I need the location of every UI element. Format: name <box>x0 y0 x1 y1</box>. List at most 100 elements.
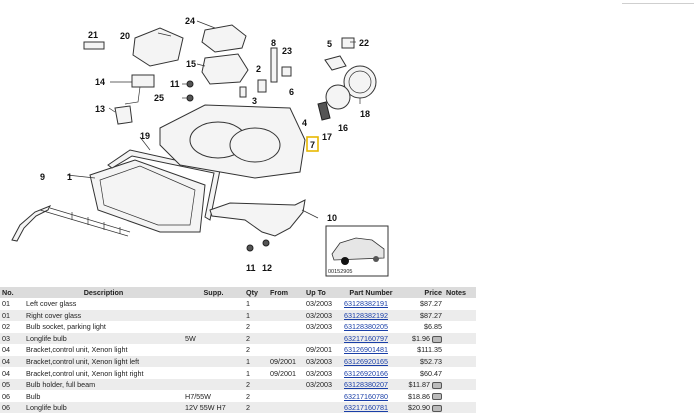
label-part[interactable] <box>83 41 105 50</box>
cell-notes <box>444 390 476 402</box>
part-number-link[interactable]: 63128380207 <box>344 380 388 390</box>
cell-description: Bracket,control unit, Xenon light right <box>24 367 183 379</box>
callout-20[interactable]: 20 <box>120 31 130 41</box>
cart-icon[interactable] <box>432 381 442 389</box>
part-number-link[interactable]: 63128382192 <box>344 310 388 320</box>
bracket-part[interactable] <box>209 199 306 237</box>
callout-24[interactable]: 24 <box>185 16 195 26</box>
cell-part-number: 63128382191 <box>342 298 400 310</box>
cell-description: Bracket,control unit, Xenon light <box>24 344 183 356</box>
cell-from <box>268 390 304 402</box>
callout-14[interactable]: 14 <box>95 77 105 87</box>
cell-no: 06 <box>0 390 24 402</box>
screw-part-11b[interactable] <box>246 244 254 252</box>
callout-22[interactable]: 22 <box>359 38 369 48</box>
ignition-unit-part[interactable] <box>201 24 247 53</box>
headlight-bulb-part[interactable] <box>317 101 331 121</box>
part-number-link[interactable]: 63217160797 <box>344 333 388 343</box>
callout-10[interactable]: 10 <box>327 213 337 223</box>
callout-25[interactable]: 25 <box>154 93 164 103</box>
part-number-link[interactable]: 63217160780 <box>344 391 388 401</box>
cart-icon[interactable] <box>432 393 442 401</box>
callout-9[interactable]: 9 <box>40 172 45 182</box>
callout-13[interactable]: 13 <box>95 104 105 114</box>
cell-upto: 03/2003 <box>304 367 342 379</box>
callout-1[interactable]: 1 <box>67 172 72 182</box>
cart-icon[interactable] <box>432 335 442 343</box>
callout-7-highlight <box>306 136 319 152</box>
adjuster-part[interactable] <box>270 47 278 83</box>
callout-16[interactable]: 16 <box>338 123 348 133</box>
cell-part-number: 63217160780 <box>342 390 400 402</box>
cell-qty: 2 <box>244 321 268 333</box>
cell-upto: 03/2003 <box>304 378 342 391</box>
bulb-part[interactable] <box>114 105 133 125</box>
cell-no: 01 <box>0 298 24 310</box>
cell-from <box>268 332 304 345</box>
callout-6[interactable]: 6 <box>289 87 294 97</box>
part-number-link[interactable]: 63126901481 <box>344 345 388 355</box>
cell-supp <box>183 367 244 379</box>
cell-part-number: 63126901481 <box>342 344 400 356</box>
callout-2[interactable]: 2 <box>256 64 261 74</box>
cell-supp <box>183 355 244 368</box>
control-unit-part[interactable] <box>132 27 184 67</box>
cell-description: Bracket,control unit, Xenon light left <box>24 355 183 368</box>
callout-5[interactable]: 5 <box>327 39 332 49</box>
parts-table: No. Description Supp. Qty From Up To Par… <box>0 287 476 414</box>
clip-part-22[interactable] <box>341 37 355 49</box>
cell-upto <box>304 401 342 414</box>
cover-glass-part[interactable] <box>89 159 206 233</box>
part-number-link[interactable]: 63128382191 <box>344 299 388 309</box>
price-value: $11.87 <box>408 380 430 390</box>
ballast-part[interactable] <box>201 53 249 85</box>
callout-7[interactable]: 7 <box>310 140 315 150</box>
callout-4[interactable]: 4 <box>302 118 307 128</box>
parking-light-socket-part[interactable] <box>257 79 267 93</box>
part-number-link[interactable]: 63128380205 <box>344 322 388 332</box>
callout-8[interactable]: 8 <box>271 38 276 48</box>
bulb-holder-small-part[interactable] <box>324 55 347 71</box>
callout-17[interactable]: 17 <box>322 132 332 142</box>
callout-11b[interactable]: 11 <box>246 263 256 273</box>
bulb-holder-part[interactable] <box>325 84 351 110</box>
cell-price: $11.87 <box>400 378 444 391</box>
cell-from <box>268 321 304 333</box>
callout-3[interactable]: 3 <box>252 96 257 106</box>
longlife-bulb-part[interactable] <box>239 86 247 98</box>
cell-description: Bulb holder, full beam <box>24 378 183 391</box>
col-header-upto: Up To <box>304 287 342 298</box>
cell-qty: 2 <box>244 401 268 414</box>
callout-11a[interactable]: 11 <box>170 79 180 89</box>
trim-strip-part[interactable] <box>11 205 131 242</box>
part-number-link[interactable]: 63126920166 <box>344 368 388 378</box>
callout-19[interactable]: 19 <box>140 131 150 141</box>
callout-21[interactable]: 21 <box>88 30 98 40</box>
bulb-socket-part-23[interactable] <box>281 66 292 77</box>
callout-23[interactable]: 23 <box>282 46 292 56</box>
cart-icon[interactable] <box>432 404 442 412</box>
callout-15[interactable]: 15 <box>186 59 196 69</box>
cell-part-number: 63128382192 <box>342 309 400 322</box>
part-number-link[interactable]: 63217160781 <box>344 403 388 413</box>
callout-12[interactable]: 12 <box>262 263 272 273</box>
screw-part-12b[interactable] <box>262 239 270 247</box>
part-number-link[interactable]: 63126920165 <box>344 357 388 366</box>
socket-part[interactable] <box>131 74 155 88</box>
cell-supp <box>183 378 244 391</box>
cell-upto: 03/2003 <box>304 355 342 368</box>
callout-18[interactable]: 18 <box>360 109 370 119</box>
cell-from <box>268 401 304 414</box>
cell-upto: 03/2003 <box>304 309 342 322</box>
